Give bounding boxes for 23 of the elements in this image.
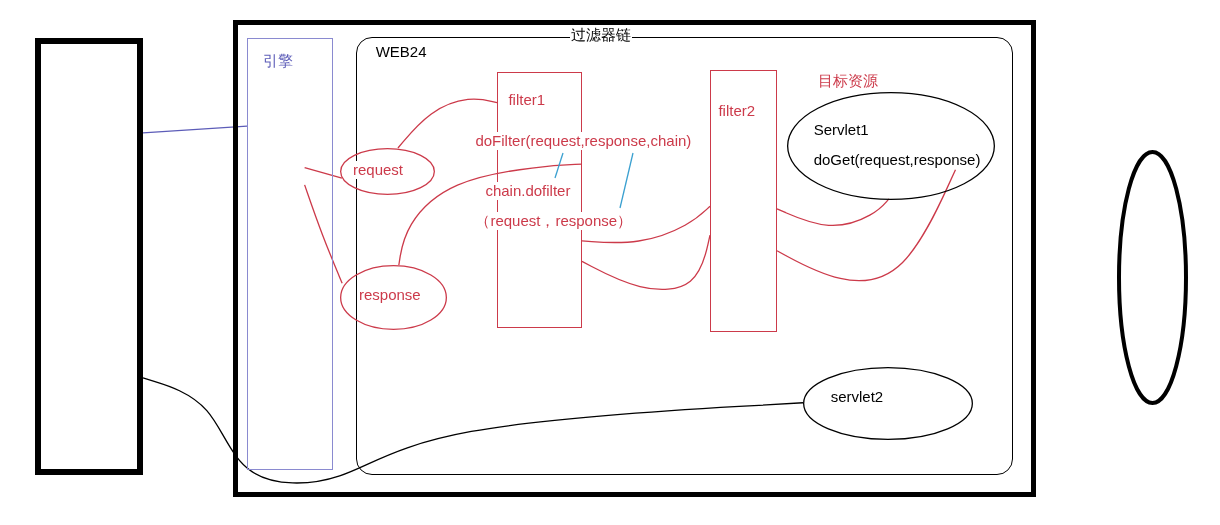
connector-line bbox=[303, 166, 343, 179]
connector-line bbox=[581, 205, 711, 244]
method-call: chain.dofilter bbox=[484, 182, 572, 201]
request-ellipse bbox=[340, 148, 435, 195]
method-signature: doFilter(request,response,chain) bbox=[474, 132, 693, 151]
connector-line bbox=[581, 234, 711, 291]
group-title: 过滤器链 bbox=[570, 26, 632, 44]
connector-line bbox=[142, 125, 248, 134]
connector-line bbox=[303, 184, 343, 284]
engine-label: 引擎 bbox=[261, 51, 294, 70]
engine-box bbox=[247, 38, 333, 470]
servlet-ellipse bbox=[802, 366, 973, 440]
connector-line bbox=[398, 163, 583, 266]
node-label: request bbox=[352, 161, 405, 179]
connector-line bbox=[776, 169, 957, 282]
server-box bbox=[233, 20, 1036, 497]
client-box bbox=[35, 38, 143, 475]
connector-line bbox=[142, 377, 804, 484]
connector-line bbox=[397, 98, 498, 149]
response-ellipse bbox=[340, 265, 447, 330]
filter-box bbox=[709, 69, 777, 332]
connector-line bbox=[776, 198, 890, 227]
browser-ellipse bbox=[1117, 150, 1188, 405]
